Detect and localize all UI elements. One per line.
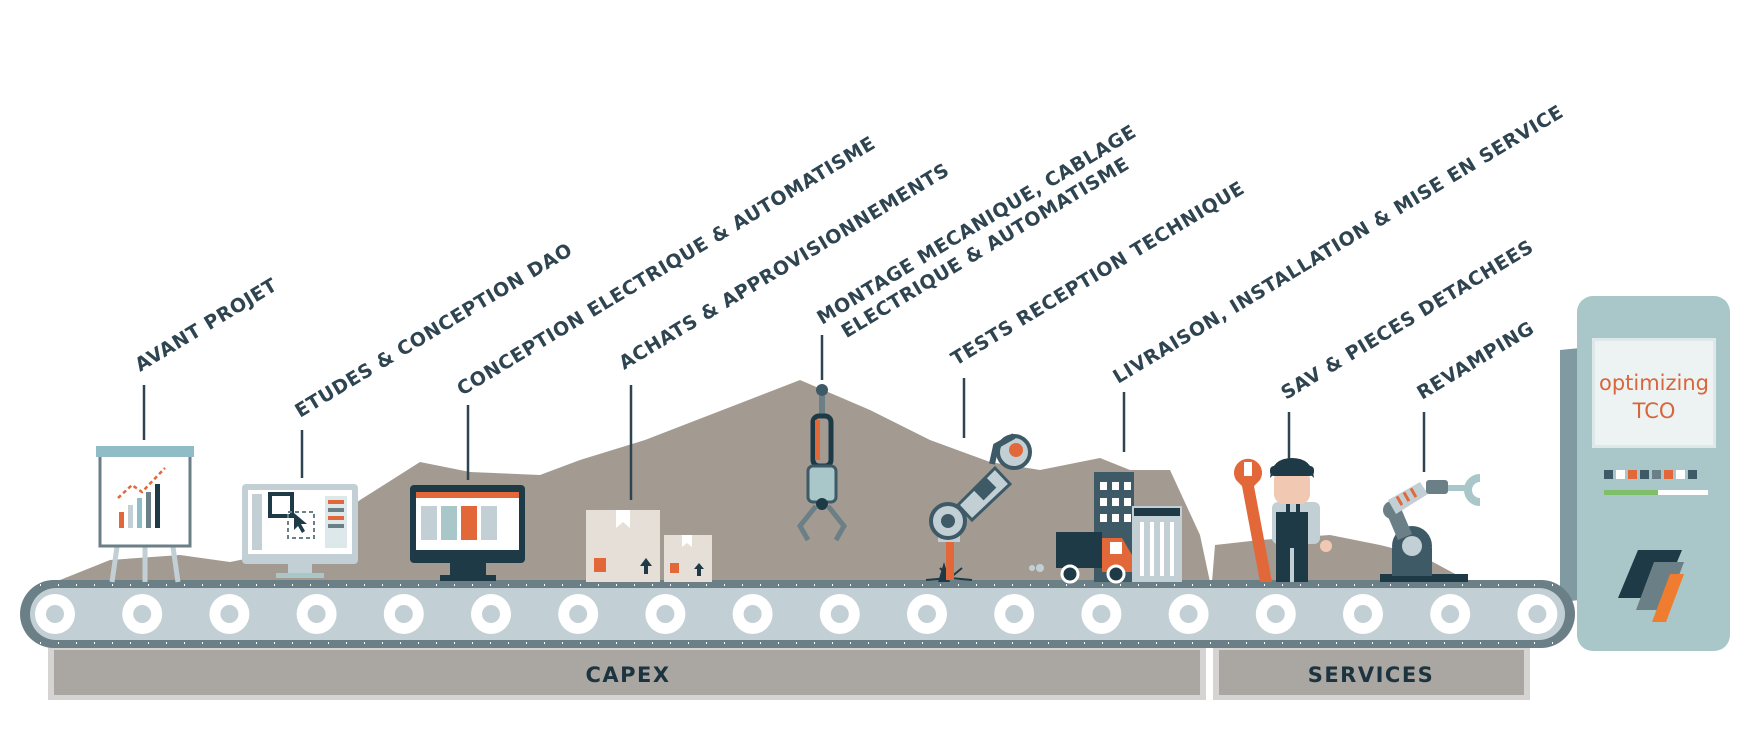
- cad-computer-icon: [242, 484, 358, 578]
- stage-label-avant-projet: AVANT PROJET: [131, 274, 281, 376]
- conveyor-roller-hub: [1179, 605, 1198, 623]
- conveyor-roller-hub: [482, 605, 500, 623]
- conveyor-rollers: [35, 594, 1558, 634]
- brand-logo-icon: [1618, 550, 1684, 622]
- indicator-lights: [1604, 470, 1708, 495]
- conveyor-roller-hub: [220, 605, 239, 623]
- tco-line-1: optimizing: [1599, 371, 1709, 395]
- stage-label-revamping: REVAMPING: [1413, 317, 1538, 404]
- capex-band-fill: [54, 650, 1200, 695]
- stage-label-line: REVAMPING: [1413, 317, 1538, 404]
- mechanic-icon: [1234, 458, 1332, 582]
- conveyor-roller-hub: [656, 605, 675, 623]
- services-label: SERVICES: [1308, 663, 1435, 687]
- conveyor-roller-hub: [133, 605, 152, 623]
- stage-label-line: AVANT PROJET: [131, 274, 281, 376]
- stage-label-conception: CONCEPTION ELECTRIQUE & AUTOMATISME: [453, 132, 879, 400]
- tco-machine: optimizing TCO: [1560, 296, 1730, 651]
- connector-lines: [142, 335, 1426, 500]
- conveyor-roller-hub: [1528, 605, 1547, 623]
- presentation-board-icon: [96, 446, 194, 583]
- gripper-icon: [796, 384, 848, 542]
- stage-label-etudes: ETUDES & CONCEPTION DAO: [291, 239, 576, 422]
- conveyor-roller-hub: [1354, 605, 1372, 623]
- services-band-fill: [1219, 650, 1524, 695]
- conveyor-roller-hub: [1266, 605, 1285, 623]
- conveyor-belt: [20, 580, 1575, 648]
- conveyor-roller-hub: [46, 605, 64, 623]
- robot-arm-icon: [1380, 474, 1481, 582]
- boxes-icon: [586, 510, 712, 582]
- conveyor-roller-hub: [830, 605, 849, 623]
- monitor-icon: [410, 485, 525, 581]
- stage-label-line: CONCEPTION ELECTRIQUE & AUTOMATISME: [453, 132, 879, 400]
- tco-line-2: TCO: [1632, 399, 1676, 423]
- conveyor-roller-hub: [1005, 605, 1024, 623]
- conveyor-roller-hub: [1441, 605, 1460, 623]
- conveyor-roller-hub: [307, 605, 326, 623]
- stage-label-line: ELECTRIQUE & AUTOMATISME: [838, 153, 1134, 343]
- stage-label-line: ETUDES & CONCEPTION DAO: [291, 239, 576, 422]
- conveyor-roller-hub: [743, 605, 762, 623]
- capex-label: CAPEX: [585, 663, 670, 687]
- truck-building-icon: [1029, 472, 1182, 584]
- conveyor-roller-hub: [1092, 605, 1111, 623]
- conveyor-roller-hub: [394, 605, 413, 623]
- conveyor-roller-hub: [918, 605, 936, 623]
- conveyor-roller-hub: [569, 605, 588, 623]
- welding-robot-icon: [925, 433, 1032, 582]
